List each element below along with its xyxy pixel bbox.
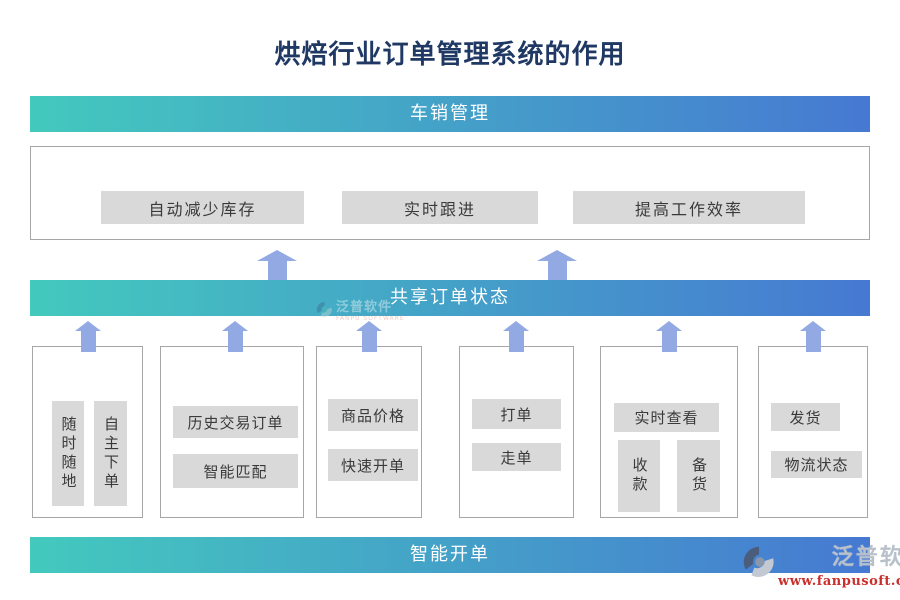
- up-arrow-stem: [547, 261, 567, 280]
- up-arrow-head: [257, 250, 297, 261]
- up-arrow-stem: [267, 261, 287, 280]
- up-arrow-icon: [75, 321, 101, 352]
- up-arrow-icon: [537, 250, 577, 280]
- feature-chip: 随时随地: [52, 401, 84, 506]
- feature-chip: 收款: [618, 440, 660, 512]
- feature-card-print-orders: 打单 走单: [459, 346, 574, 518]
- feature-chip: 物流状态: [771, 451, 862, 478]
- watermark-bottom-right: 泛普软件 www.fanpusoft.com: [742, 545, 900, 589]
- up-arrow-head: [800, 321, 826, 331]
- feature-card-history: 历史交易订单 智能匹配: [160, 346, 304, 518]
- up-arrow-icon: [503, 321, 529, 352]
- up-arrow-head: [222, 321, 248, 331]
- up-arrow-stem: [805, 331, 821, 352]
- result-item: 实时跟进: [342, 191, 538, 224]
- feature-chip: 备货: [677, 440, 720, 512]
- feature-chip: 快速开单: [328, 449, 418, 481]
- feature-chip: 自主下单: [94, 401, 127, 506]
- result-item: 提高工作效率: [573, 191, 805, 224]
- up-arrow-stem: [361, 331, 377, 352]
- up-arrow-icon: [257, 250, 297, 280]
- feature-card-logistics: 发货 物流状态: [758, 346, 868, 518]
- up-arrow-stem: [80, 331, 96, 352]
- up-arrow-stem: [661, 331, 677, 352]
- up-arrow-head: [75, 321, 101, 331]
- page-title: 烘焙行业订单管理系统的作用: [274, 40, 626, 70]
- watermark-brand: 泛普软件: [831, 545, 900, 570]
- feature-chip: 实时查看: [614, 403, 719, 432]
- up-arrow-icon: [222, 321, 248, 352]
- feature-card-pricing: 商品价格 快速开单: [316, 346, 422, 518]
- up-arrow-head: [656, 321, 682, 331]
- up-arrow-head: [537, 250, 577, 261]
- up-arrow-icon: [356, 321, 382, 352]
- up-arrow-icon: [800, 321, 826, 352]
- results-box: 自动减少库存 实时跟进 提高工作效率: [30, 146, 870, 240]
- fanpu-logo-icon: [743, 546, 774, 577]
- banner-top: 车销管理: [30, 96, 870, 132]
- feature-chip: 商品价格: [328, 399, 418, 431]
- watermark-center: 泛普软件 FANPU SOFTWARE: [316, 301, 405, 322]
- feature-chip: 历史交易订单: [173, 406, 298, 438]
- watermark-url: www.fanpusoft.com: [778, 574, 900, 590]
- feature-chip: 走单: [472, 443, 561, 471]
- feature-chip: 智能匹配: [173, 454, 298, 488]
- up-arrow-icon: [656, 321, 682, 352]
- up-arrow-head: [356, 321, 382, 331]
- up-arrow-head: [503, 321, 529, 331]
- feature-card-realtime-view: 实时查看 收款 备货: [600, 346, 738, 518]
- feature-card-mobile-ordering: 随时随地 自主下单: [32, 346, 143, 518]
- up-arrow-stem: [508, 331, 524, 352]
- banner-bottom: 智能开单: [30, 537, 870, 573]
- watermark-brand-en: FANPU SOFTWARE: [336, 315, 405, 322]
- up-arrow-stem: [227, 331, 243, 352]
- fanpu-logo-icon: [316, 301, 332, 317]
- feature-chip: 打单: [472, 399, 561, 429]
- feature-chip: 发货: [771, 403, 840, 431]
- result-item: 自动减少库存: [101, 191, 304, 224]
- watermark-brand: 泛普软件: [336, 300, 393, 315]
- banner-middle: 共享订单状态: [30, 280, 870, 316]
